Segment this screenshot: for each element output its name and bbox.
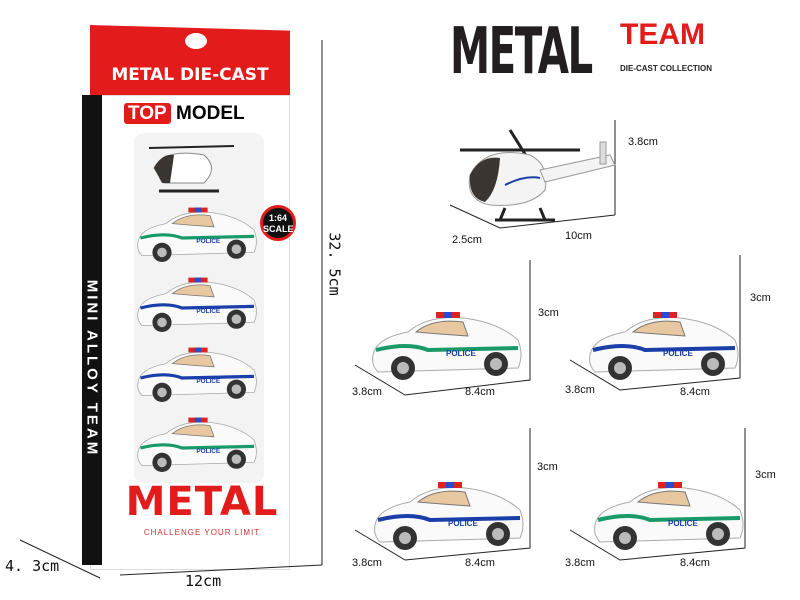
package-header bbox=[90, 25, 290, 95]
helicopter-length: 10cm bbox=[565, 230, 592, 242]
car-width: 3.8cm bbox=[352, 386, 382, 398]
car-image: POLICE bbox=[372, 312, 522, 380]
car-width: 3.8cm bbox=[352, 557, 382, 569]
car-police-label: POLICE bbox=[448, 519, 478, 528]
packaged-car: POLICE bbox=[137, 347, 257, 402]
brand-top: TOP bbox=[124, 103, 171, 124]
car-police-label: POLICE bbox=[446, 349, 476, 358]
car-stripe bbox=[140, 303, 255, 310]
car-stripe bbox=[375, 344, 519, 353]
scale-badge: 1:64 SCALE bbox=[260, 205, 296, 241]
car-length: 8.4cm bbox=[680, 557, 710, 569]
logo-accent: TEAM bbox=[620, 18, 705, 51]
car-police-label: POLICE bbox=[196, 308, 221, 315]
packaged-car: POLICE bbox=[137, 277, 257, 332]
car-police-label: POLICE bbox=[196, 448, 221, 455]
packaged-toys: POLICE POLICE POLICE POLICE bbox=[137, 145, 257, 472]
logo-main: METAL bbox=[450, 14, 593, 90]
packaged-car: POLICE bbox=[137, 207, 257, 262]
car-height: 3cm bbox=[750, 292, 771, 304]
helicopter-image bbox=[460, 129, 616, 222]
packaged-helicopter bbox=[148, 145, 235, 193]
car-stripe bbox=[597, 514, 741, 523]
helicopter-height: 3.8cm bbox=[628, 136, 658, 148]
brand-label: TOP MODEL bbox=[124, 103, 245, 125]
package-metal-title: METAL bbox=[125, 479, 279, 525]
car-image: POLICE bbox=[374, 482, 524, 550]
helicopter-width: 2.5cm bbox=[452, 234, 482, 246]
package-window: POLICE POLICE POLICE POLICE bbox=[134, 133, 264, 483]
car-height: 3cm bbox=[537, 461, 558, 473]
car-stripe bbox=[140, 443, 255, 450]
car-police-label: POLICE bbox=[196, 378, 221, 385]
car-stripe bbox=[140, 373, 255, 380]
car-stripe bbox=[377, 514, 521, 523]
package-slogan: CHALLENGE YOUR LIMIT bbox=[143, 528, 261, 537]
car-height: 3cm bbox=[755, 469, 776, 481]
car-stripe bbox=[140, 233, 255, 240]
car-police-label: POLICE bbox=[668, 519, 698, 528]
car-height: 3cm bbox=[538, 307, 559, 319]
hang-hole bbox=[185, 33, 207, 49]
car-length: 8.4cm bbox=[465, 557, 495, 569]
product-package: METAL DIE-CAST MINI ALLOY TEAM TOP MODEL… bbox=[82, 25, 300, 570]
car-image: POLICE bbox=[589, 312, 739, 380]
package-width-label: 12cm bbox=[185, 572, 222, 590]
car-stripe bbox=[592, 344, 736, 353]
car-police-label: POLICE bbox=[663, 349, 693, 358]
car-length: 8.4cm bbox=[465, 386, 495, 398]
car-police-label: POLICE bbox=[196, 238, 221, 245]
package-side: MINI ALLOY TEAM bbox=[82, 95, 102, 565]
package-depth-label: 4. 3cm bbox=[5, 557, 60, 575]
brand-model: MODEL bbox=[176, 103, 245, 124]
car-length: 8.4cm bbox=[680, 386, 710, 398]
package-header-text: METAL DIE-CAST bbox=[111, 65, 269, 85]
car-image: POLICE bbox=[594, 482, 744, 550]
car-width: 3.8cm bbox=[565, 384, 595, 396]
logo-sub: DIE-CAST COLLECTION bbox=[620, 64, 712, 73]
metal-team-logo: METAL TEAM DIE-CAST COLLECTION bbox=[450, 14, 720, 90]
package-height-label: 32. 5cm bbox=[325, 232, 344, 296]
car-width: 3.8cm bbox=[565, 557, 595, 569]
packaged-car: POLICE bbox=[137, 417, 257, 472]
